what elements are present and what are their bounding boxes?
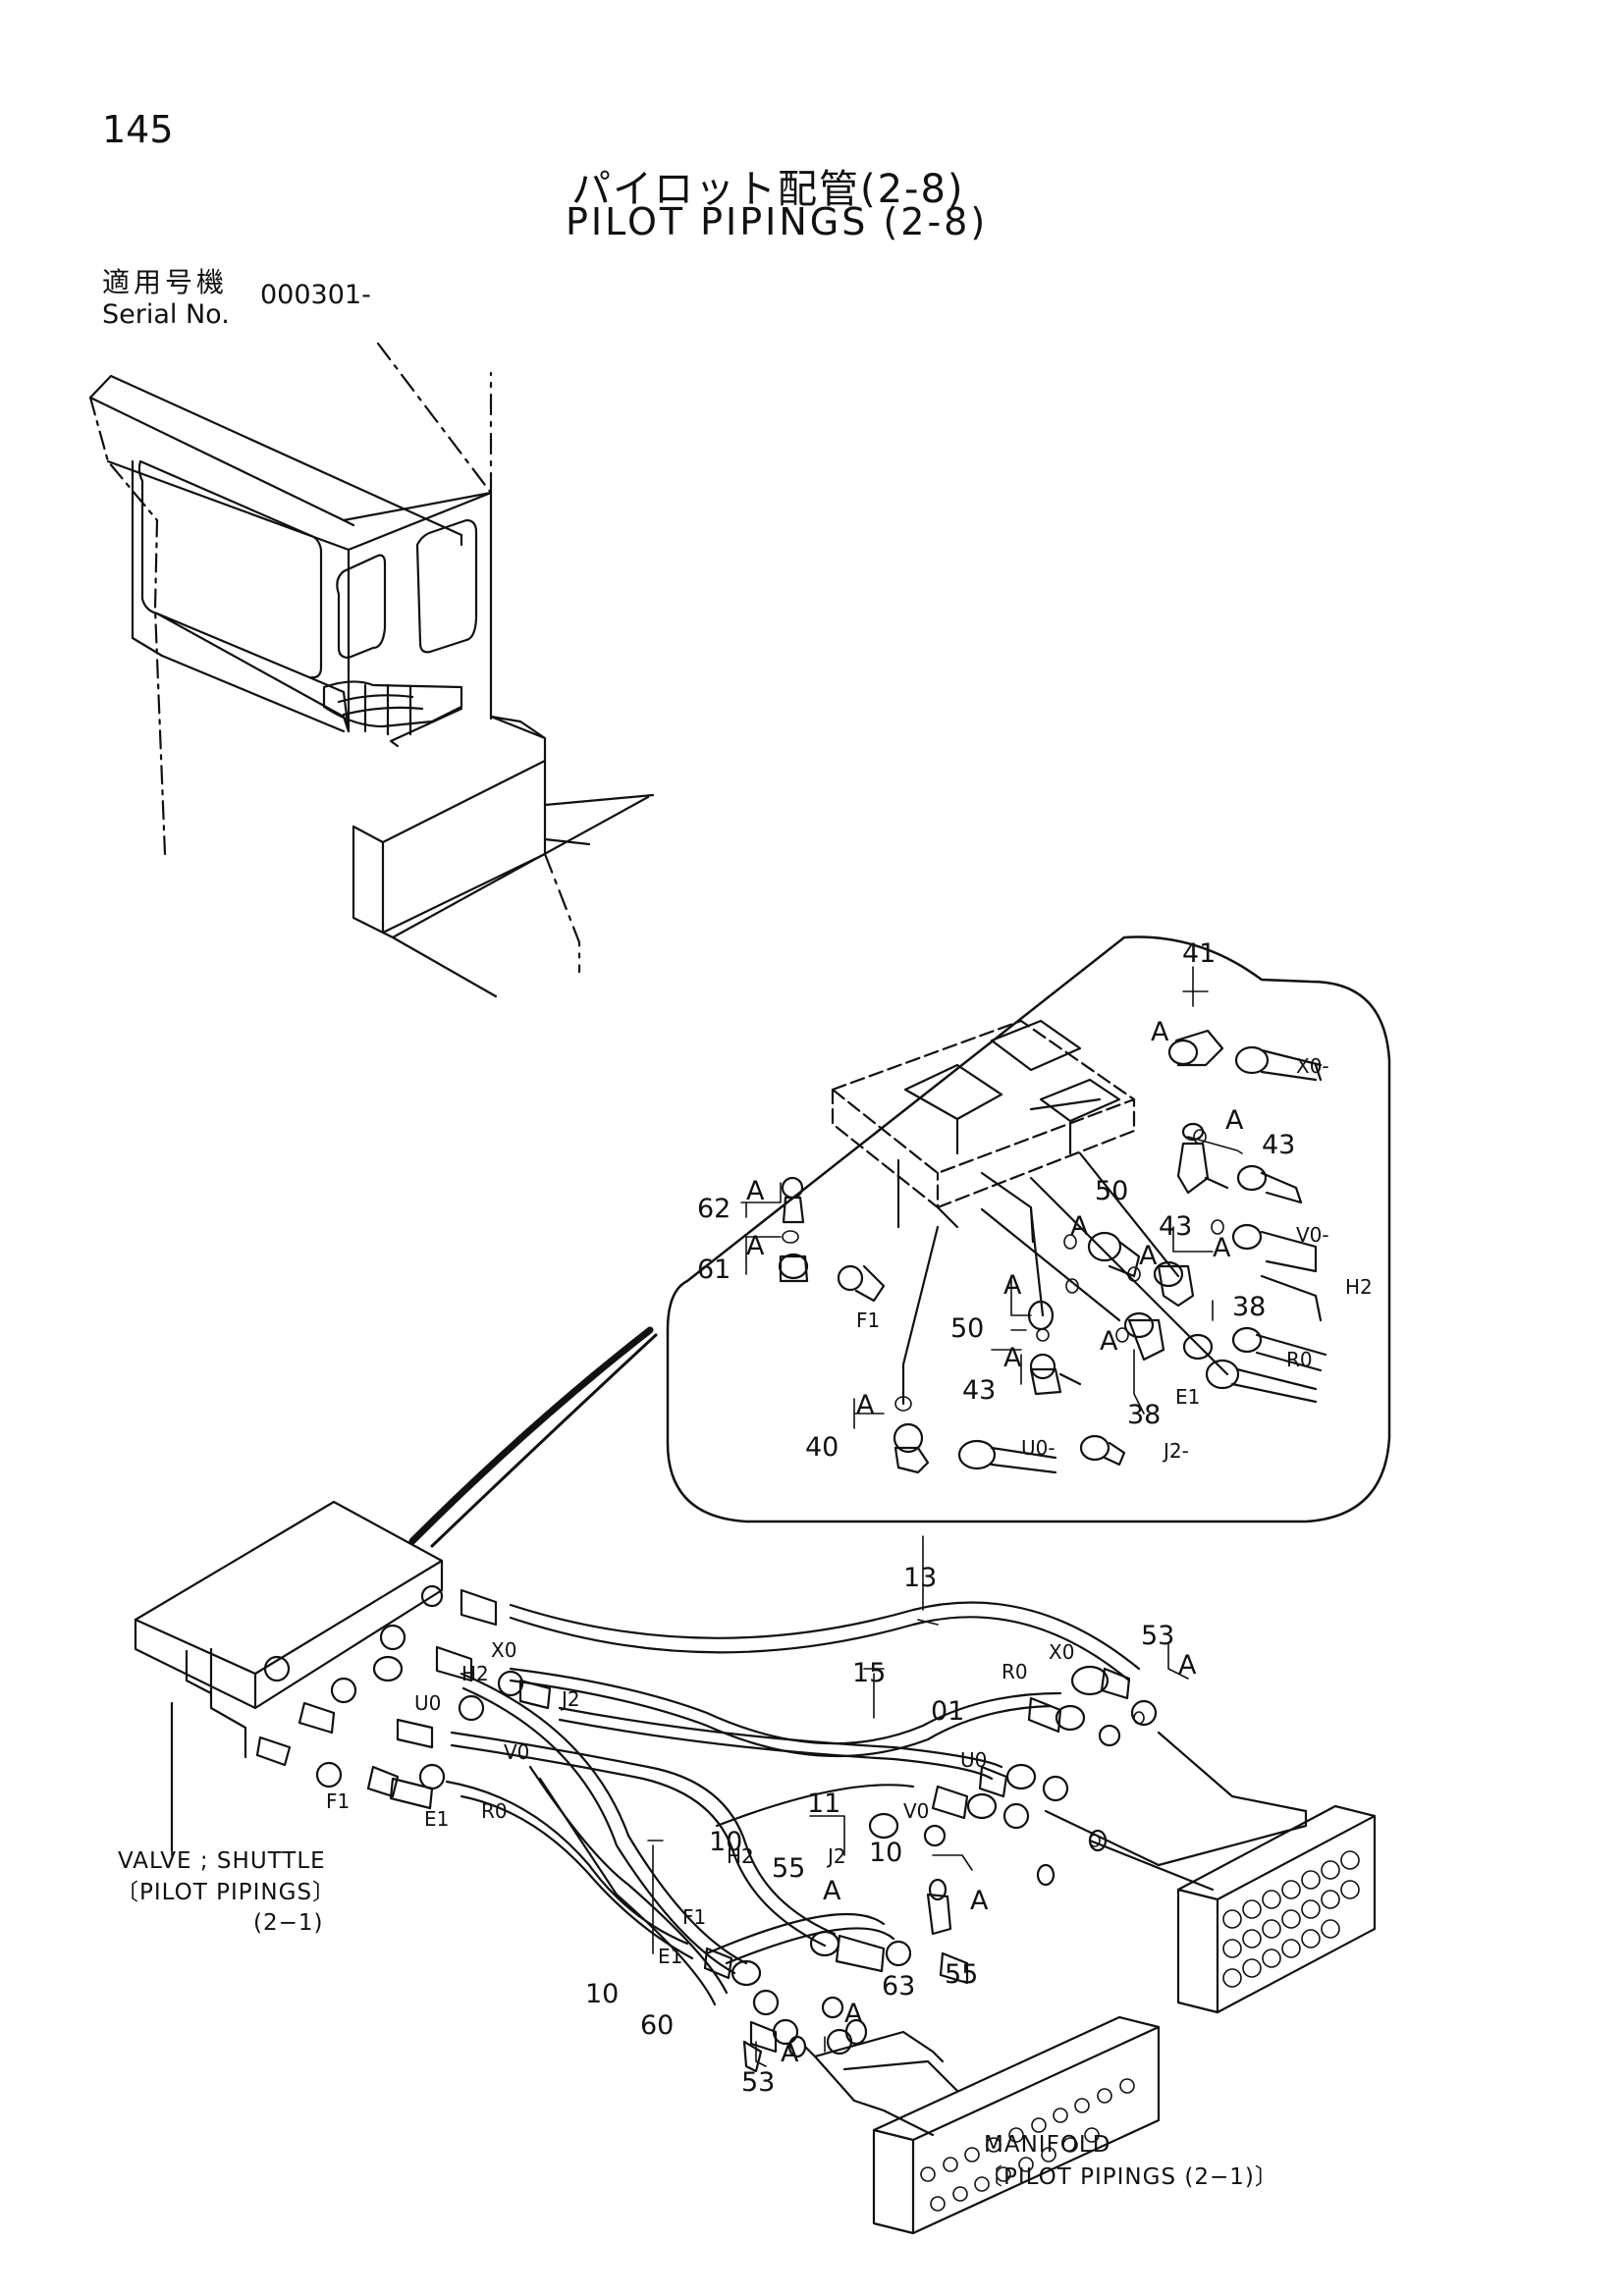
callout-61: 61 [697,1255,731,1285]
port-label: U0- [1021,1436,1056,1460]
serial-label-english: Serial No. [102,299,230,330]
port-label: F1 [856,1308,880,1332]
page-number: 145 [102,108,174,151]
callout-53: 53 [1141,1621,1174,1651]
page-title-english: PILOT PIPINGS (2-8) [566,200,989,243]
callout-40: 40 [805,1432,839,1463]
port-label: E1 [424,1807,449,1831]
valve-shuttle-note: VALVE ; SHUTTLE [118,1848,326,1874]
a-mark: A [970,1886,989,1916]
port-label: H2 [1345,1275,1373,1299]
port-label: V0- [1296,1223,1329,1247]
port-label: V0 [504,1740,529,1764]
a-mark: A [781,2038,799,2068]
serial-number-value: 000301- [260,280,371,310]
a-mark: A [746,1231,765,1261]
a-mark: A [1225,1105,1244,1136]
port-label: R0 [1001,1660,1028,1683]
callout-50: 50 [1095,1176,1128,1206]
callout-43: 43 [1262,1130,1295,1160]
callout-62: 62 [697,1194,731,1224]
callout-13: 13 [903,1563,937,1593]
callout-60: 60 [640,2010,674,2041]
a-mark: A [1003,1343,1022,1373]
fittings-main [255,1584,1158,2073]
page-title-japanese: パイロット配管(2-8) [571,167,965,212]
port-label: V0 [903,1799,929,1823]
a-mark: A [1151,1017,1169,1047]
a-mark: A [1003,1270,1022,1301]
port-label: U0 [414,1691,441,1715]
connection-a-marks: A A A A A A A A A A A A A A A A [746,1017,1244,2068]
a-mark: A [1070,1211,1089,1242]
leader-lines [171,966,1243,2067]
port-label: J2- [1162,1439,1189,1463]
operator-cab-drawing [88,342,655,998]
port-label: X0 [1049,1640,1074,1664]
callout-43: 43 [962,1375,996,1406]
serial-label-japanese: 適用号機 [102,266,229,298]
port-label: H2 [727,1844,754,1868]
a-mark: A [823,1876,841,1906]
a-mark: A [746,1176,765,1206]
port-label: H2 [461,1662,489,1685]
port-label: U0 [960,1748,987,1772]
valve-shuttle-note-ref: 〔PILOT PIPINGS〕 [116,1880,336,1905]
port-label: X0- [1296,1054,1329,1078]
callout-38: 38 [1127,1400,1161,1430]
a-mark: A [1213,1233,1231,1263]
callout-63: 63 [882,1971,915,2002]
a-mark: A [856,1390,875,1420]
callout-11: 11 [807,1789,840,1819]
port-label: R0 [481,1799,508,1823]
callout-43: 43 [1159,1211,1192,1242]
a-mark: A [1178,1650,1197,1681]
port-label: J2 [826,1844,846,1868]
port-label: J2 [560,1687,580,1711]
detail-view-bubble [408,935,1391,1548]
valve-shuttle-note-page: (2−1) [253,1910,323,1936]
manifold-note: MANIFOLD [984,2132,1110,2158]
port-label: E1 [658,1945,682,1968]
hoses [445,1601,1141,2006]
callout-10: 10 [709,1827,742,1857]
callout-numbers: 41 43 43 43 50 50 62 61 38 38 40 13 15 0… [585,938,1295,2098]
port-label: X0 [491,1638,516,1662]
callout-38: 38 [1232,1292,1266,1322]
port-label: R0 [1286,1348,1313,1371]
a-mark: A [844,1999,863,2029]
callout-53: 53 [741,2067,775,2098]
reference-notes: VALVE ; SHUTTLE 〔PILOT PIPINGS〕 (2−1) MA… [116,1848,1278,2190]
callout-41: 41 [1182,938,1216,969]
callout-10: 10 [869,1838,902,1868]
callout-55: 55 [945,1959,978,1990]
a-mark: A [1100,1326,1118,1357]
callout-55: 55 [772,1853,805,1884]
callout-10: 10 [585,1979,619,2009]
callout-50: 50 [950,1313,984,1344]
port-label: F1 [326,1789,350,1813]
port-label: E1 [1175,1385,1200,1409]
a-mark: A [1139,1241,1158,1271]
port-labels: X0 X0 X0- H2 H2 H2 J2 J2 J2- U0 U0 U0- V… [326,1054,1373,1968]
manifold-blocks [803,1731,1377,2235]
callout-15: 15 [852,1658,886,1688]
manifold-ports [920,1850,1360,2212]
port-label: F1 [682,1905,706,1929]
manifold-note-ref: 〔PILOT PIPINGS (2−1)〕 [980,2164,1278,2190]
callout-01: 01 [931,1696,964,1727]
valve-shuttle-block [134,1500,444,1852]
